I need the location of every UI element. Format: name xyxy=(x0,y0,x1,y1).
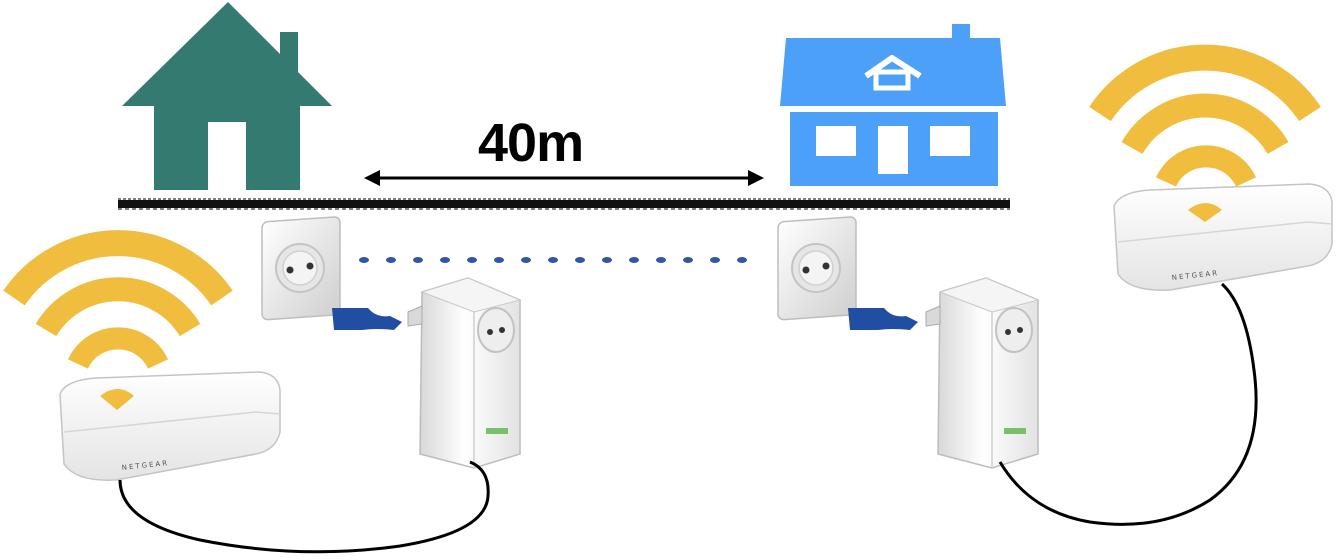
left-house-icon xyxy=(122,2,332,192)
link-dot xyxy=(413,257,423,263)
link-dot xyxy=(548,257,558,263)
left-powerline-adapter-icon xyxy=(407,277,522,469)
link-dot xyxy=(710,257,720,263)
link-dot xyxy=(683,257,693,263)
link-dot xyxy=(602,257,612,263)
right-plug-arrow-icon xyxy=(848,308,918,330)
left-plug-arrow-icon xyxy=(332,308,402,330)
left-wall-socket-icon xyxy=(261,216,341,321)
link-dot xyxy=(467,257,477,263)
link-dot xyxy=(521,257,531,263)
distance-label: 40m xyxy=(478,113,584,173)
link-dot xyxy=(386,257,396,263)
distance-arrow xyxy=(364,170,764,186)
right-ethernet-cable xyxy=(998,282,1258,526)
link-dot xyxy=(629,257,639,263)
powerline-link xyxy=(359,257,747,263)
left-wifi-icon xyxy=(3,230,233,410)
link-dot xyxy=(656,257,666,263)
link-dot xyxy=(440,257,450,263)
link-dot xyxy=(737,257,747,263)
ground-line xyxy=(118,198,1010,210)
link-dot xyxy=(494,257,504,263)
left-ethernet-cable xyxy=(118,460,490,554)
link-dot xyxy=(359,257,369,263)
link-dot xyxy=(575,257,585,263)
right-wall-socket-icon xyxy=(777,216,857,321)
right-house-icon xyxy=(780,24,1006,186)
right-powerline-adapter-icon xyxy=(925,277,1040,469)
left-router-icon: NETGEAR xyxy=(59,371,281,481)
right-router-icon: NETGEAR xyxy=(1113,183,1333,291)
right-wifi-icon xyxy=(1089,44,1321,222)
